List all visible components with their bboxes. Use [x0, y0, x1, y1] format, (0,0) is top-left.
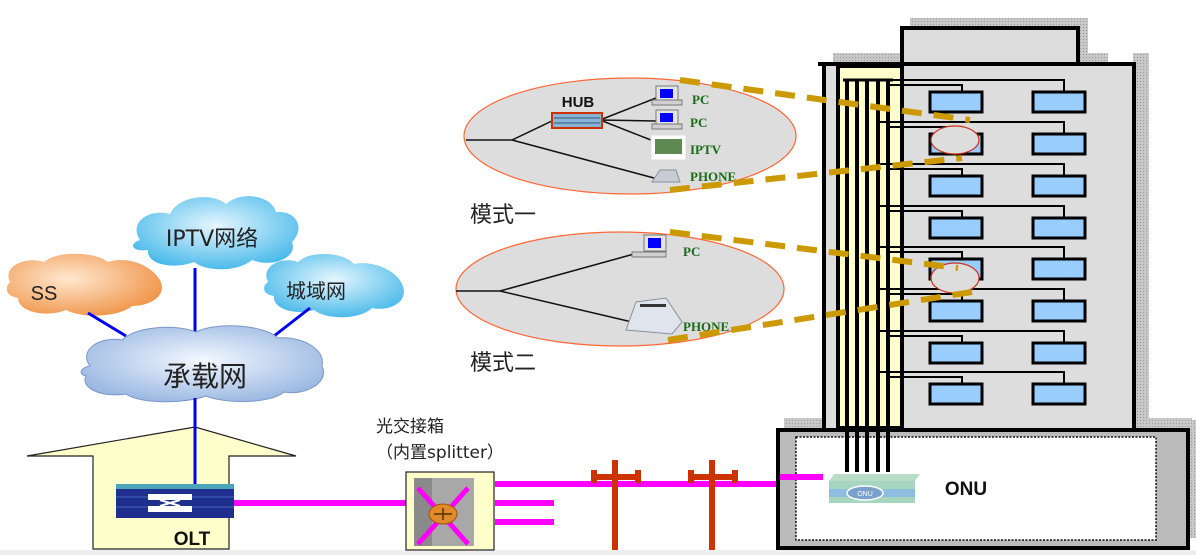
floor-cable: [878, 205, 1065, 218]
onu-label: ONU: [945, 479, 987, 500]
floor-cable: [888, 251, 963, 259]
floor-cable: [878, 371, 1065, 384]
fiber-splitter-onu: [495, 481, 795, 487]
cloud-bearer-network: 承载网: [80, 325, 325, 403]
hub-device-icon: [551, 112, 603, 129]
room-unit: [1031, 257, 1087, 281]
room-unit: [1031, 90, 1087, 114]
mode1-device-label: PC: [692, 92, 709, 107]
fiber-olt-splitter: [234, 500, 408, 506]
room-unit: [1031, 216, 1087, 240]
cloud-label-ss: SS: [31, 283, 58, 305]
room-grid: [878, 79, 1087, 406]
room-unit: [928, 382, 984, 406]
utility-pole-2: [688, 460, 738, 550]
iptv-icon: [650, 134, 687, 161]
onu-device-icon: ONU: [829, 474, 920, 503]
mode1-device-label: PHONE: [690, 169, 736, 184]
room-unit: [928, 90, 984, 114]
olt-device-icon: [116, 484, 234, 518]
room-unit: [928, 299, 984, 323]
phone-icon: [625, 297, 683, 335]
splitter-subtitle: （内置splitter）: [376, 443, 504, 463]
mode1-device-label: IPTV: [690, 142, 722, 157]
floor-cable: [888, 210, 963, 218]
mode1-network: HUB PC PC IPTV PHONE: [463, 77, 797, 195]
cloud-ss: SS: [6, 253, 162, 316]
mode2-label: 模式二: [470, 351, 536, 376]
cloud-label-iptv: IPTV网络: [166, 227, 258, 252]
fiber-onu-entry: [780, 474, 823, 480]
bottom-strip: [0, 550, 1196, 555]
room-unit: [1031, 299, 1087, 323]
room-unit: [1031, 341, 1087, 365]
floor-cable: [888, 335, 963, 343]
floor-cable: [878, 330, 1065, 343]
floor-cable: [878, 163, 1065, 176]
building: [776, 18, 1196, 550]
fiber-spare-2: [495, 519, 554, 525]
riser-cables: [843, 78, 893, 472]
link-ss-bearer: [87, 311, 127, 338]
onu-badge: ONU: [857, 491, 873, 498]
cloud-label-bearer: 承载网: [163, 360, 247, 393]
olt-label: OLT: [174, 529, 211, 550]
mode1-device-label: PC: [690, 115, 707, 130]
floor-cable: [878, 246, 1065, 259]
mode2-device-label: PC: [683, 244, 700, 259]
splitter-title: 光交接箱: [376, 417, 444, 437]
cloud-label-metro: 城域网: [286, 279, 346, 303]
room-unit: [928, 216, 984, 240]
floor-cable: [878, 79, 1065, 92]
link-metro-bearer: [273, 306, 311, 338]
room-unit: [928, 174, 984, 198]
splitter-cabinet-icon: [405, 471, 495, 551]
room-unit: [1031, 382, 1087, 406]
callout-dashed-lines: [667, 77, 973, 343]
floor-cable: [888, 168, 963, 176]
mode2-network: PC PHONE: [455, 231, 785, 347]
cloud-metro-network: 城域网: [264, 253, 404, 318]
pc-icon: [651, 109, 683, 130]
floor-cable: [888, 376, 963, 384]
fiber-spare-1: [495, 500, 554, 506]
cloud-iptv-network: IPTV网络: [133, 196, 299, 270]
room-highlight-mode1: [930, 125, 980, 155]
room-unit: [1031, 132, 1087, 156]
pc-icon: [631, 234, 667, 258]
room-unit: [1031, 174, 1087, 198]
phone-icon: [651, 169, 681, 183]
hub-label: HUB: [562, 94, 595, 111]
mode1-label: 模式一: [470, 203, 536, 228]
floor-cable: [878, 121, 1065, 134]
utility-pole-1: [591, 460, 641, 550]
pc-icon: [651, 85, 683, 106]
room-unit: [928, 341, 984, 365]
floor-cable: [888, 84, 963, 92]
